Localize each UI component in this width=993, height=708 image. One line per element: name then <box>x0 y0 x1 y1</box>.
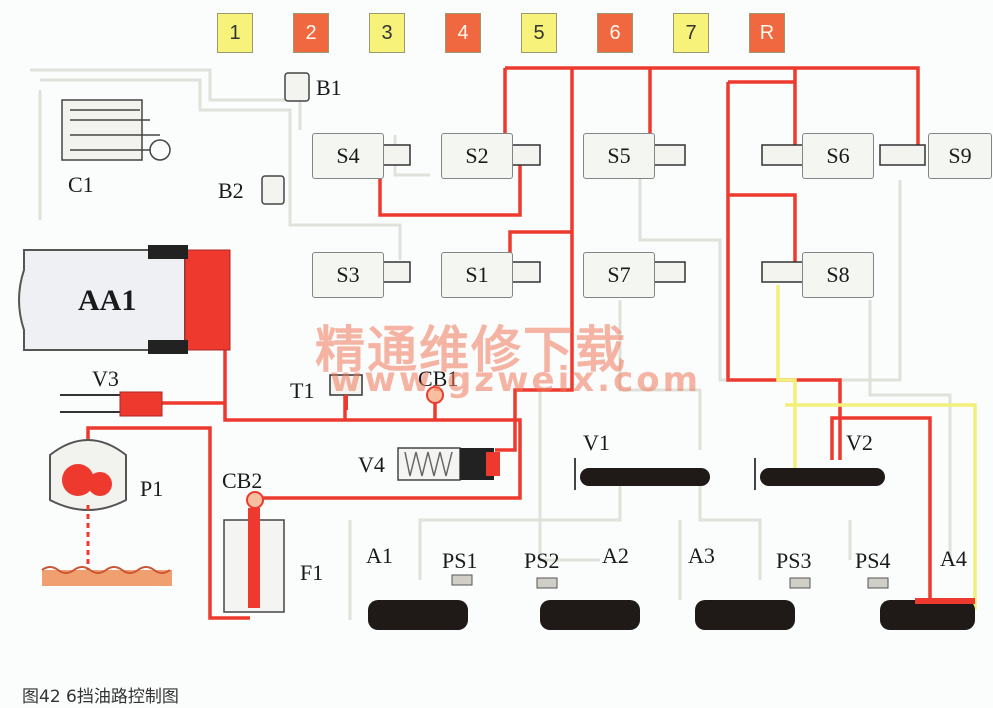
gear-box-7: 7 <box>673 13 709 53</box>
ps4-sensor <box>867 577 889 589</box>
a3-label: A3 <box>688 543 715 568</box>
ps2-label: PS2 <box>524 548 560 573</box>
b1-sensor <box>284 72 310 102</box>
a4-actuator <box>880 598 975 630</box>
v1-valve <box>574 458 710 490</box>
t1-label: T1 <box>290 378 315 403</box>
s7-label: S7 <box>607 262 631 287</box>
ps1-label: PS1 <box>442 548 478 573</box>
v4-valve <box>397 447 500 481</box>
a1-actuator <box>368 600 468 630</box>
solenoid-s4: S4 <box>312 133 384 179</box>
a3-actuator <box>695 600 795 630</box>
aa1-label: AA1 <box>78 284 137 317</box>
s5-label: S5 <box>607 143 631 168</box>
cb2-label: CB2 <box>222 468 263 493</box>
s1-label: S1 <box>465 262 489 287</box>
b1-label: B1 <box>316 75 342 100</box>
idle-lines <box>30 68 952 620</box>
ps1-sensor <box>451 574 473 586</box>
gear-box-4: 4 <box>445 13 481 53</box>
a4-label: A4 <box>940 546 967 571</box>
v3-valve <box>60 391 163 417</box>
solenoid-s8: S8 <box>802 252 874 298</box>
s6-label: S6 <box>826 143 850 168</box>
p1-pump <box>41 439 172 586</box>
v1-label: V1 <box>583 430 610 455</box>
a2-actuator <box>540 600 640 630</box>
cb1-label: CB1 <box>418 366 459 391</box>
cb1-check-valve <box>426 386 444 404</box>
gear-box-2: 2 <box>293 13 329 53</box>
gear-box-3: 3 <box>369 13 405 53</box>
solenoid-s2: S2 <box>441 133 513 179</box>
v4-label: V4 <box>358 452 385 477</box>
aa1-unit <box>18 245 231 354</box>
v2-valve <box>754 458 885 490</box>
s3-label: S3 <box>336 262 360 287</box>
s8-label: S8 <box>826 262 850 287</box>
s2-label: S2 <box>465 143 489 168</box>
b2-sensor <box>261 175 285 205</box>
solenoid-s7: S7 <box>583 252 655 298</box>
figure-caption: 图42 6挡油路控制图 <box>22 687 179 707</box>
c1-clutch <box>61 99 171 161</box>
ps4-label: PS4 <box>855 548 891 573</box>
watermark-url: www.gzweix.com <box>330 360 702 400</box>
v3-label: V3 <box>92 366 119 391</box>
solenoid-s1: S1 <box>441 252 513 298</box>
solenoid-s5: S5 <box>583 133 655 179</box>
gear-box-5: 5 <box>521 13 557 53</box>
solenoid-s9: S9 <box>928 133 992 179</box>
solenoid-s6: S6 <box>802 133 874 179</box>
f1-label: F1 <box>300 560 324 585</box>
a1-label: A1 <box>366 543 393 568</box>
gear-box-6: 6 <box>597 13 633 53</box>
s4-label: S4 <box>336 143 360 168</box>
c1-label: C1 <box>68 172 94 197</box>
b2-label: B2 <box>218 178 244 203</box>
a2-label: A2 <box>602 543 629 568</box>
ps2-sensor <box>536 577 558 589</box>
ps3-sensor <box>789 577 811 589</box>
watermark-text: 精通维修下载 <box>315 321 627 379</box>
s9-label: S9 <box>948 143 972 168</box>
control-lines <box>776 285 977 610</box>
p1-label: P1 <box>140 476 164 501</box>
ps3-label: PS3 <box>776 548 812 573</box>
t1-temp-sensor <box>329 374 363 410</box>
f1-filter <box>223 508 285 613</box>
v2-label: V2 <box>846 430 873 455</box>
gear-box-1: 1 <box>217 13 253 53</box>
gear-box-r: R <box>749 13 785 53</box>
cb2-check-valve <box>246 491 264 509</box>
solenoid-s3: S3 <box>312 252 384 298</box>
